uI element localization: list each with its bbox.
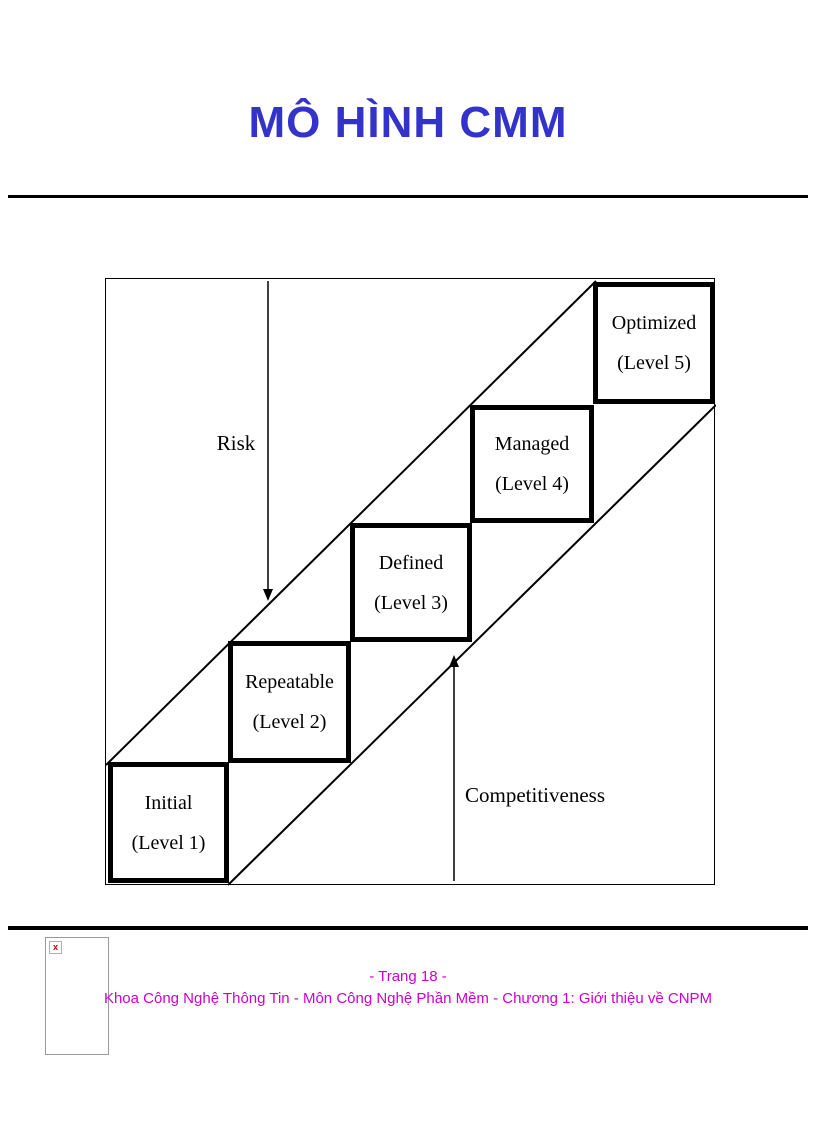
risk-arrowhead-icon — [263, 589, 273, 601]
level-name: Optimized — [611, 312, 697, 334]
level-label: (Level 5) — [617, 352, 691, 374]
level-box-initial: Initial (Level 1) — [108, 762, 229, 883]
broken-image-icon: x — [49, 941, 62, 954]
level-label: (Level 3) — [374, 591, 448, 614]
footer-divider — [8, 926, 808, 930]
cmm-staircase-diagram: Risk Competitiveness Initial (Level 1) R… — [105, 278, 716, 886]
competitiveness-label: Competitiveness — [465, 783, 605, 807]
title-divider — [8, 195, 808, 198]
broken-image-placeholder: x — [45, 937, 109, 1055]
competitiveness-arrowhead-icon — [449, 655, 459, 667]
level-label: (Level 4) — [495, 473, 569, 495]
lower-diagonal-line — [227, 404, 716, 886]
level-label: (Level 1) — [131, 831, 206, 854]
level-box-optimized: Optimized (Level 5) — [593, 282, 715, 404]
level-name: Managed — [494, 433, 570, 455]
level-box-defined: Defined (Level 3) — [350, 523, 472, 642]
level-name: Repeatable — [245, 671, 334, 693]
risk-label: Risk — [216, 431, 256, 455]
footer-course-info: Khoa Công Nghệ Thông Tin - Môn Công Nghệ… — [103, 989, 713, 1007]
level-box-managed: Managed (Level 4) — [470, 405, 594, 523]
page-title: MÔ HÌNH CMM — [248, 98, 568, 147]
level-name: Defined — [378, 551, 444, 574]
level-box-repeatable: Repeatable (Level 2) — [228, 641, 351, 763]
level-label: (Level 2) — [252, 711, 327, 733]
footer-page-number: - Trang 18 - — [369, 968, 447, 985]
level-name: Initial — [144, 791, 193, 814]
footer: - Trang 18 - Khoa Công Nghệ Thông Tin - … — [0, 966, 816, 1010]
